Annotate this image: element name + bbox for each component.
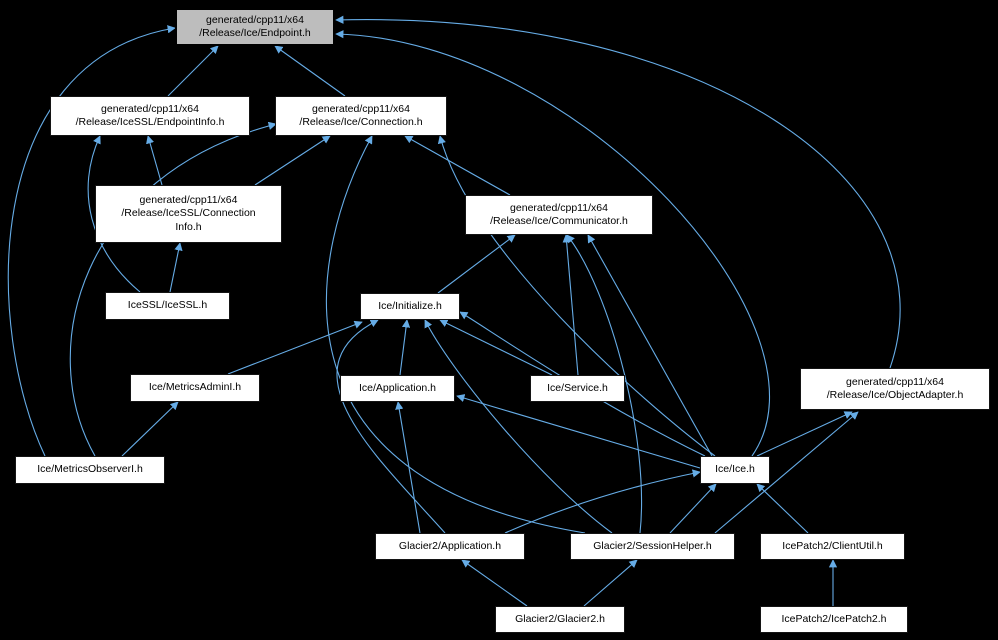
edge-ice-initialize--ice-communicator [437, 234, 516, 294]
edge-icessl-connectioninfo--ice-connection [254, 135, 331, 186]
node-label: Glacier2/SessionHelper.h [593, 539, 712, 552]
edge-ice-service--ice-initialize [439, 319, 553, 376]
edge-ice-metricsadmin--ice-initialize [227, 320, 363, 375]
node-ice-initialize[interactable]: Ice/Initialize.h [360, 293, 460, 320]
node-label: generated/cpp11/x64 [510, 201, 608, 214]
node-label: Ice/Application.h [358, 381, 437, 394]
node-label: /Release/IceSSL/EndpointInfo.h [75, 116, 225, 128]
edge-ice-metricsobserver--ice-endpoint [7, 25, 176, 457]
edge-ice-application--ice-initialize [399, 319, 411, 376]
node-icessl-endpointinfo[interactable]: generated/cpp11/x64/Release/IceSSL/Endpo… [50, 96, 250, 136]
edge-icessl-icessl--icessl-endpointinfo [87, 135, 141, 293]
node-ice-application[interactable]: Ice/Application.h [340, 375, 455, 402]
node-ice-metricsadmin[interactable]: Ice/MetricsAdminI.h [130, 374, 260, 402]
node-label: Ice/Ice.h [715, 463, 755, 476]
edge-ice-ice--ice-endpoint [335, 30, 771, 457]
edge-glacier2-sessionhelper--ice-communicator [566, 234, 643, 534]
edge-glacier2-sessionhelper--ice-objectadapter [714, 411, 859, 534]
node-icessl-icessl[interactable]: IceSSL/IceSSL.h [105, 292, 230, 320]
edge-glacier2-sessionhelper--ice-ice [669, 483, 717, 534]
node-ice-metricsobserver[interactable]: Ice/MetricsObserverI.h [15, 456, 165, 484]
edge-ice-communicator--ice-connection [404, 135, 511, 196]
edge-ice-ice--ice-objectadapter [756, 411, 853, 457]
edge-ice-ice--ice-communicator [587, 234, 713, 457]
node-label: IceSSL/IceSSL.h [127, 299, 208, 312]
node-label: /Release/Ice/ObjectAdapter.h [826, 389, 964, 401]
node-icepatch2-icepatch2[interactable]: IcePatch2/IcePatch2.h [760, 606, 908, 633]
edge-ice-service--ice-communicator [562, 234, 579, 376]
edge-ice-connection--ice-endpoint [274, 45, 346, 97]
node-label: generated/cpp11/x64 [312, 102, 410, 115]
node-ice-endpoint[interactable]: generated/cpp11/x64/Release/Ice/Endpoint… [175, 8, 335, 46]
node-glacier2-glacier2[interactable]: Glacier2/Glacier2.h [495, 606, 625, 633]
node-label: Info.h [175, 220, 202, 233]
edge-glacier2-glacier2--glacier2-sessionhelper [583, 559, 638, 607]
edge-glacier2-application--ice-initialize [336, 319, 446, 534]
edge-icessl-icessl--icessl-connectioninfo [169, 242, 183, 293]
node-label: Ice/MetricsObserverI.h [37, 463, 143, 476]
edge-glacier2-application--ice-ice [504, 469, 701, 534]
node-label: IcePatch2/IcePatch2.h [781, 612, 887, 625]
edge-ice-metricsobserver--ice-metricsadmin [121, 401, 179, 457]
node-label: /Release/Ice/Connection.h [299, 116, 423, 128]
node-label: Ice/Initialize.h [378, 299, 442, 312]
edge-ice-objectadapter--ice-endpoint [335, 15, 901, 369]
node-glacier2-application[interactable]: Glacier2/Application.h [375, 533, 525, 560]
edge-icessl-connectioninfo--icessl-endpointinfo [146, 135, 163, 186]
node-icessl-connectioninfo[interactable]: generated/cpp11/x64/Release/IceSSL/Conne… [95, 185, 282, 243]
node-label: /Release/IceSSL/Connection [121, 207, 256, 220]
node-label: generated/cpp11/x64 [139, 194, 238, 207]
node-icepatch2-clientutil[interactable]: IcePatch2/ClientUtil.h [760, 533, 905, 560]
edge-ice-metricsobserver--ice-connection [69, 121, 277, 457]
edge-ice-ice--ice-connection [437, 135, 716, 457]
node-label: Glacier2/Application.h [398, 539, 502, 552]
node-label: Glacier2/Glacier2.h [515, 612, 605, 625]
edge-glacier2-sessionhelper--ice-initialize [424, 319, 613, 534]
edge-ice-ice--ice-application [456, 394, 701, 469]
edge-icessl-endpointinfo--ice-endpoint [167, 45, 219, 97]
edge-glacier2-sessionhelper--ice-connection [325, 135, 586, 534]
node-label: Ice/MetricsAdminI.h [148, 381, 242, 394]
edge-ice-ice--ice-initialize [459, 311, 706, 457]
node-ice-service[interactable]: Ice/Service.h [530, 375, 625, 402]
node-label: generated/cpp11/x64 [206, 13, 304, 26]
node-ice-communicator[interactable]: generated/cpp11/x64/Release/Ice/Communic… [465, 195, 653, 235]
node-label: generated/cpp11/x64 [846, 375, 944, 388]
node-ice-objectadapter[interactable]: generated/cpp11/x64/Release/Ice/ObjectAd… [800, 368, 990, 410]
node-label: /Release/Ice/Communicator.h [490, 215, 628, 227]
edge-glacier2-glacier2--glacier2-application [461, 559, 528, 607]
node-label: IcePatch2/ClientUtil.h [782, 539, 883, 552]
node-label: generated/cpp11/x64 [101, 102, 199, 115]
edge-icepatch2-clientutil--ice-ice [756, 483, 809, 534]
node-glacier2-sessionhelper[interactable]: Glacier2/SessionHelper.h [570, 533, 735, 560]
node-ice-connection[interactable]: generated/cpp11/x64/Release/Ice/Connecti… [275, 96, 447, 136]
node-label: Ice/Service.h [547, 381, 608, 394]
node-label: /Release/Ice/Endpoint.h [199, 27, 311, 39]
node-ice-ice[interactable]: Ice/Ice.h [700, 456, 770, 484]
